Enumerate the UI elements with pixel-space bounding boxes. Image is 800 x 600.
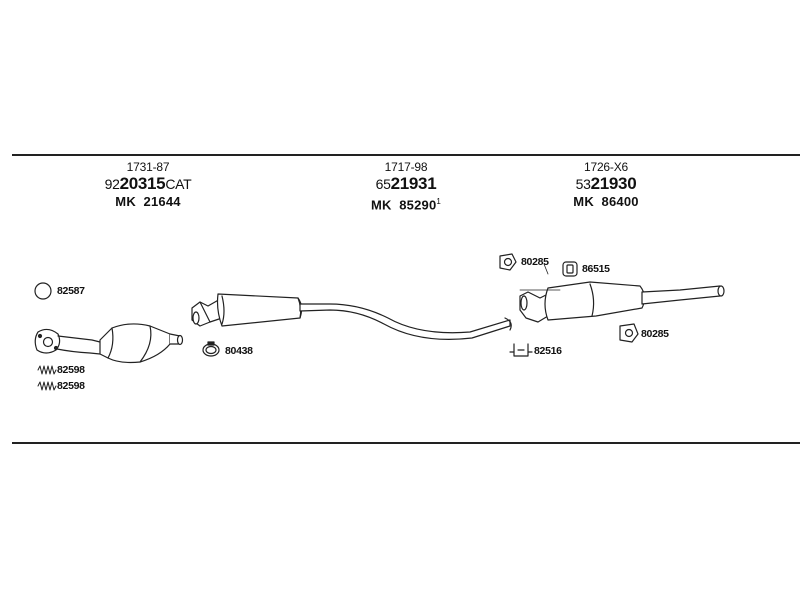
hanger-bottom-icon	[619, 323, 639, 343]
label-rubber-ring: 86515	[582, 263, 610, 275]
bracket-icon	[509, 343, 533, 357]
spring-icon	[37, 365, 57, 375]
rear-part-number: 5321930	[575, 174, 637, 193]
rear-mk-number: MK 86400	[573, 194, 639, 209]
front-ref-code: 1731-87	[126, 160, 170, 174]
front-mk-number: MK 21644	[115, 194, 181, 209]
label-clamp-front: 80438	[225, 345, 253, 357]
rear-section-header: 1726-X6 5321930 MK 86400	[506, 160, 706, 210]
ring-gasket-icon	[34, 282, 52, 300]
middle-part-number: 6521931	[375, 174, 437, 193]
label-spring-2: 82598	[57, 380, 85, 392]
clamp-icon	[202, 341, 220, 357]
label-hanger-top: 80285	[521, 256, 549, 268]
middle-section-header: 1717-98 6521931 MK 852901	[306, 160, 506, 213]
rear-silencer-icon	[519, 281, 725, 323]
label-hanger-bottom: 80285	[641, 328, 669, 340]
label-bracket: 82516	[534, 345, 562, 357]
front-section-header: 1731-87 9220315CAT MK 21644	[48, 160, 248, 210]
bottom-divider-line	[12, 442, 800, 444]
front-part-number: 9220315CAT	[104, 174, 192, 193]
hanger-top-icon	[499, 253, 517, 271]
catalytic-converter-icon	[34, 323, 184, 364]
spring-icon-2	[37, 381, 57, 391]
middle-ref-code: 1717-98	[384, 160, 428, 174]
label-ring-gasket: 82587	[57, 285, 85, 297]
middle-mk-number: MK 852901	[370, 197, 442, 213]
rear-ref-code: 1726-X6	[584, 160, 628, 174]
middle-silencer-icon	[191, 293, 512, 340]
leader-line	[543, 263, 549, 275]
top-divider-line	[12, 154, 800, 156]
rubber-ring-icon	[562, 261, 578, 277]
label-spring-1: 82598	[57, 364, 85, 376]
